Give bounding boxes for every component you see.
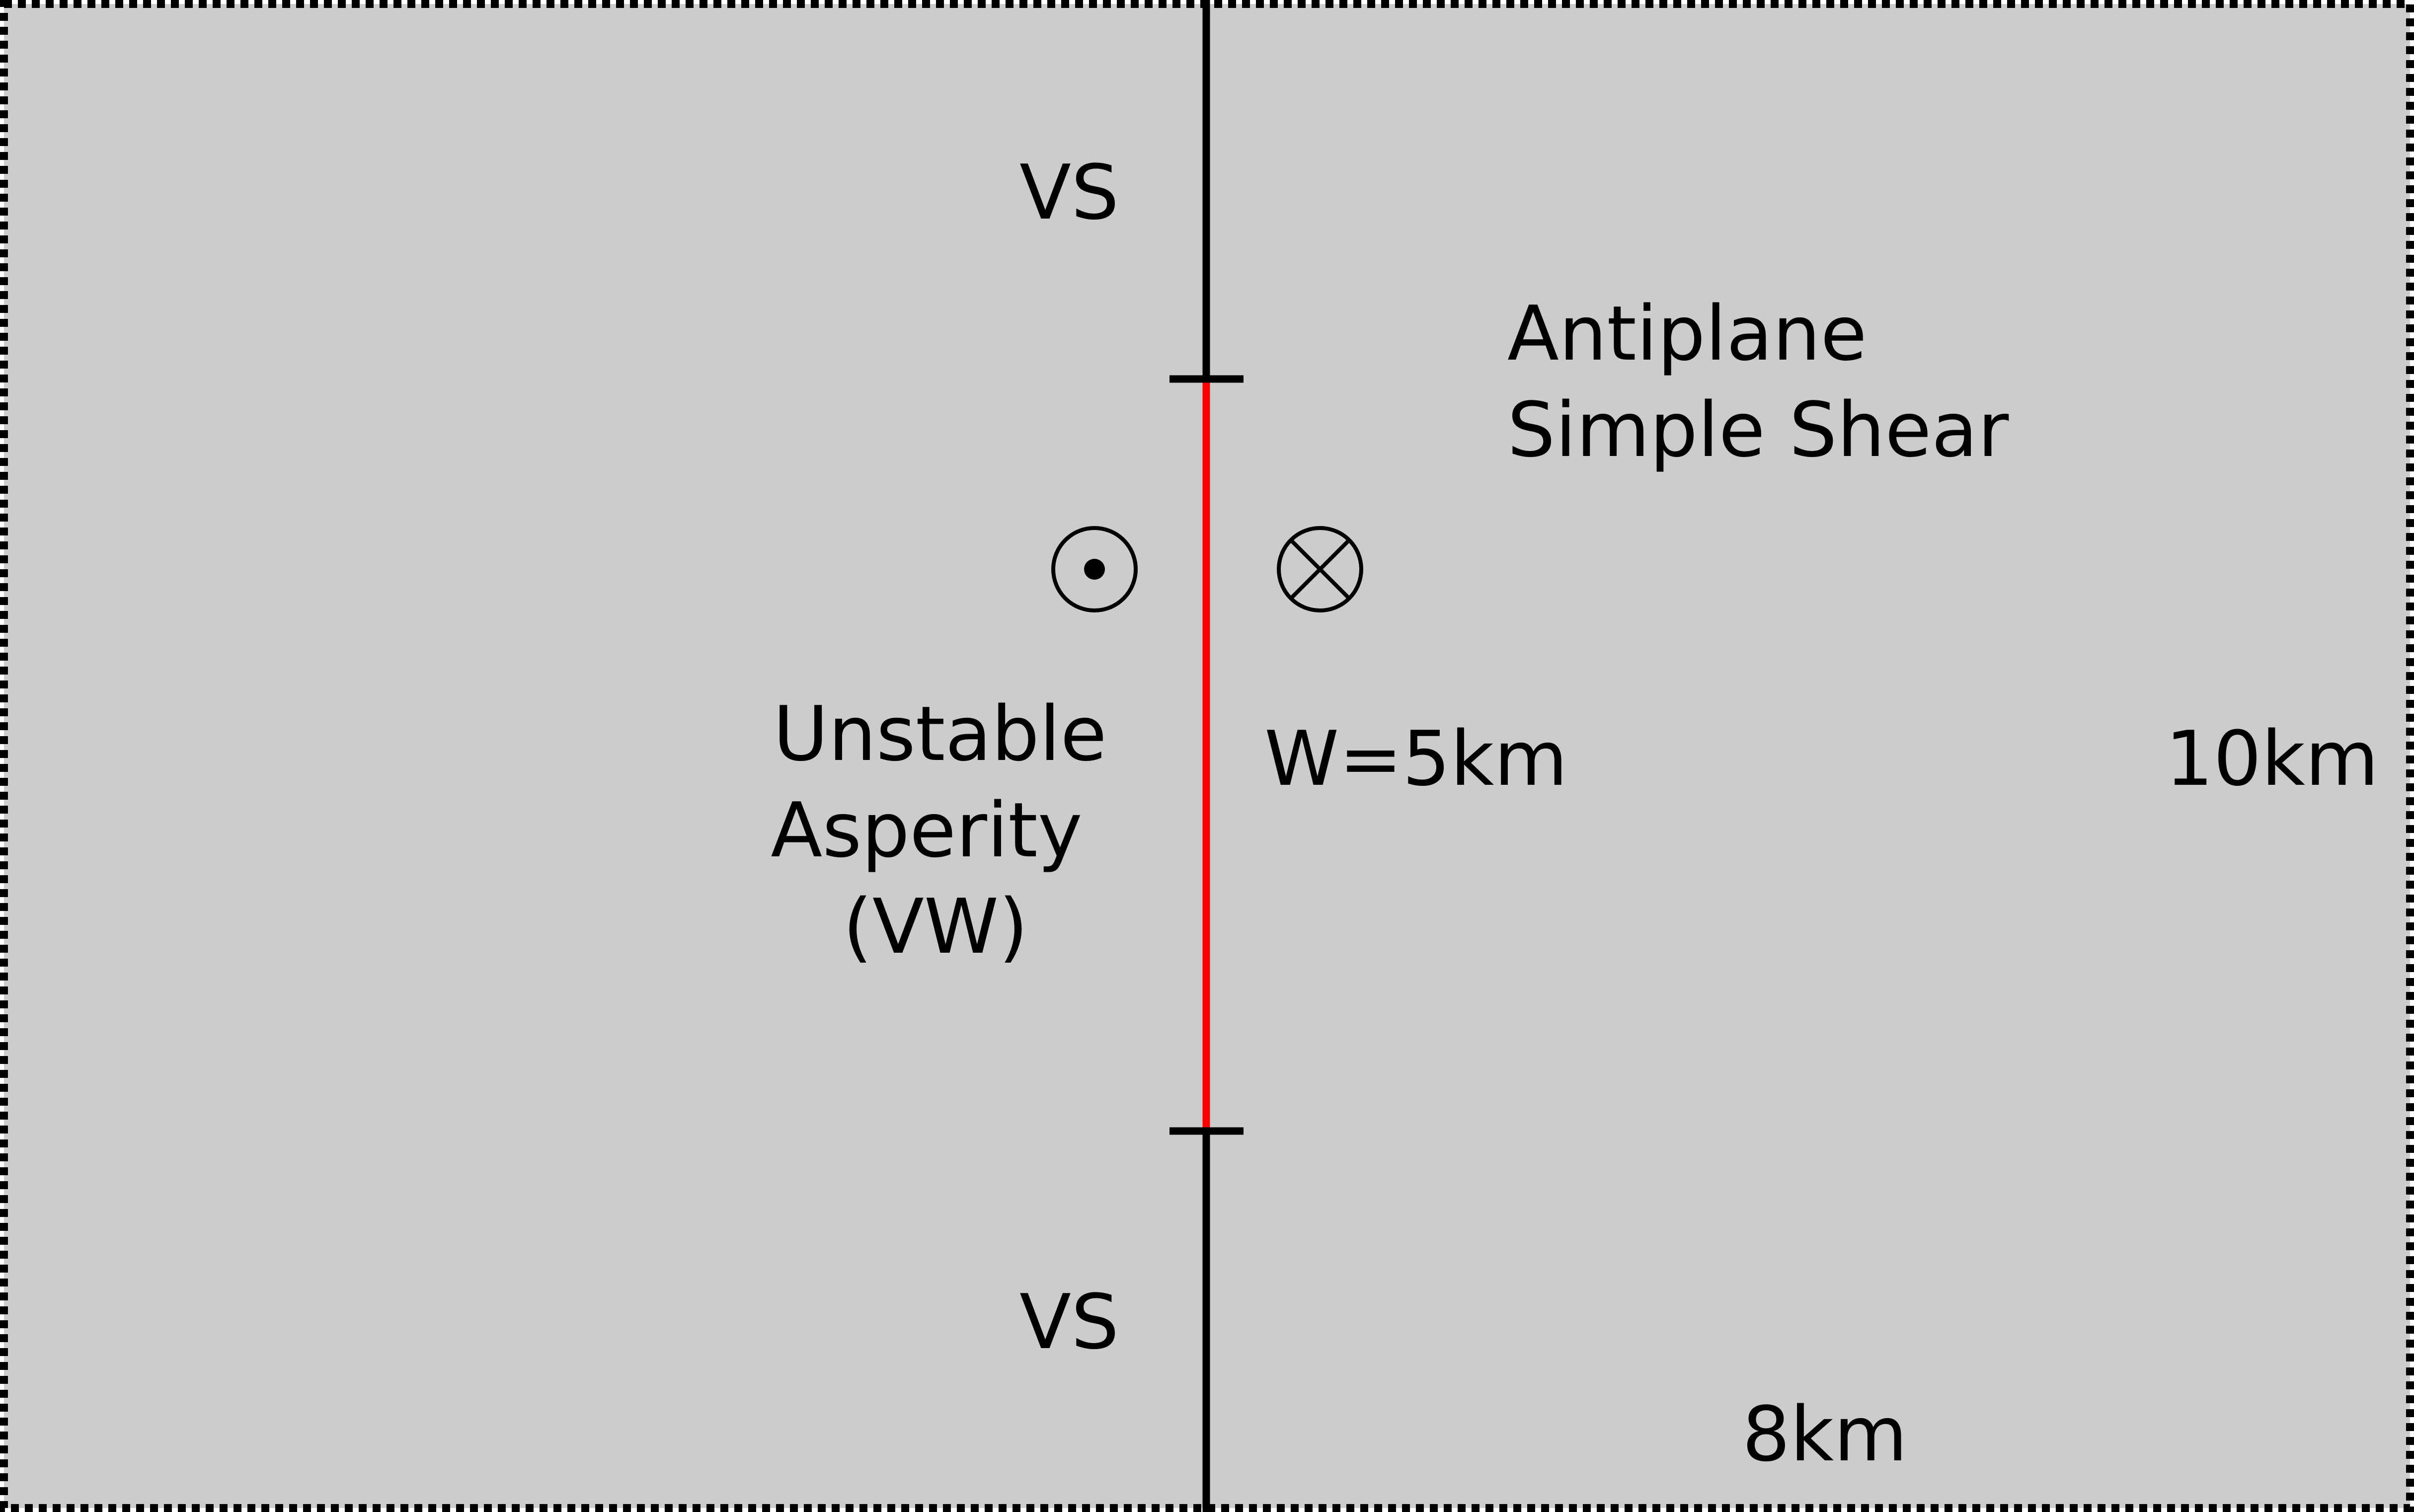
asperity-label-line2: Asperity <box>771 786 1082 874</box>
domain-depth-label: 10km <box>2165 715 2379 803</box>
out-of-page-arrow-icon <box>1051 526 1138 612</box>
loading-label-line1: Antiplane <box>1507 290 1867 378</box>
vs-bottom-label: VS <box>1019 1278 1119 1366</box>
domain-distance-label: 8km <box>1742 1390 1908 1478</box>
loading-label-line2: Simple Shear <box>1507 386 2009 474</box>
asperity-width-label: W=5km <box>1264 715 1567 803</box>
asperity-label-line1: Unstable <box>773 690 1107 778</box>
asperity-label-line3: (VW) <box>843 883 1028 971</box>
vs-top-label: VS <box>1019 149 1119 236</box>
into-page-arrow-icon <box>1277 526 1363 612</box>
